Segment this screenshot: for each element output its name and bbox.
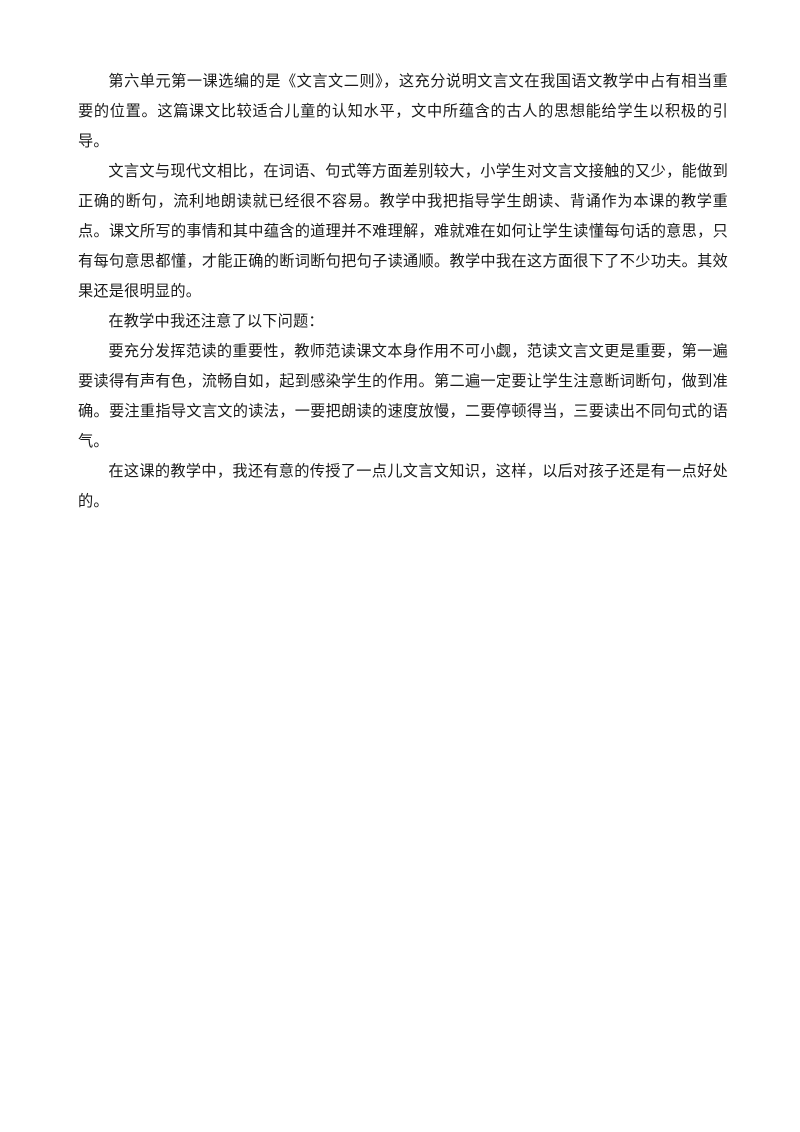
paragraph-comparison: 文言文与现代文相比，在词语、句式等方面差别较大，小学生对文言文接触的又少，能做到… [78,162,728,300]
paragraph-issues-heading: 在教学中我还注意了以下问题： [108,312,324,330]
paragraph-model-reading: 要充分发挥范读的重要性，教师范读课文本身作用不可小觑，范读文言文更是重要，第一遍… [78,342,728,450]
paragraph-conclusion: 在这课的教学中，我还有意的传授了一点儿文言文知识，这样，以后对孩子还是有一点好处… [78,462,728,510]
document-body: 第六单元第一课选编的是《文言文二则》，这充分说明文言文在我国语文教学中占有相当重… [78,66,728,516]
paragraph-intro: 第六单元第一课选编的是《文言文二则》，这充分说明文言文在我国语文教学中占有相当重… [78,72,728,150]
